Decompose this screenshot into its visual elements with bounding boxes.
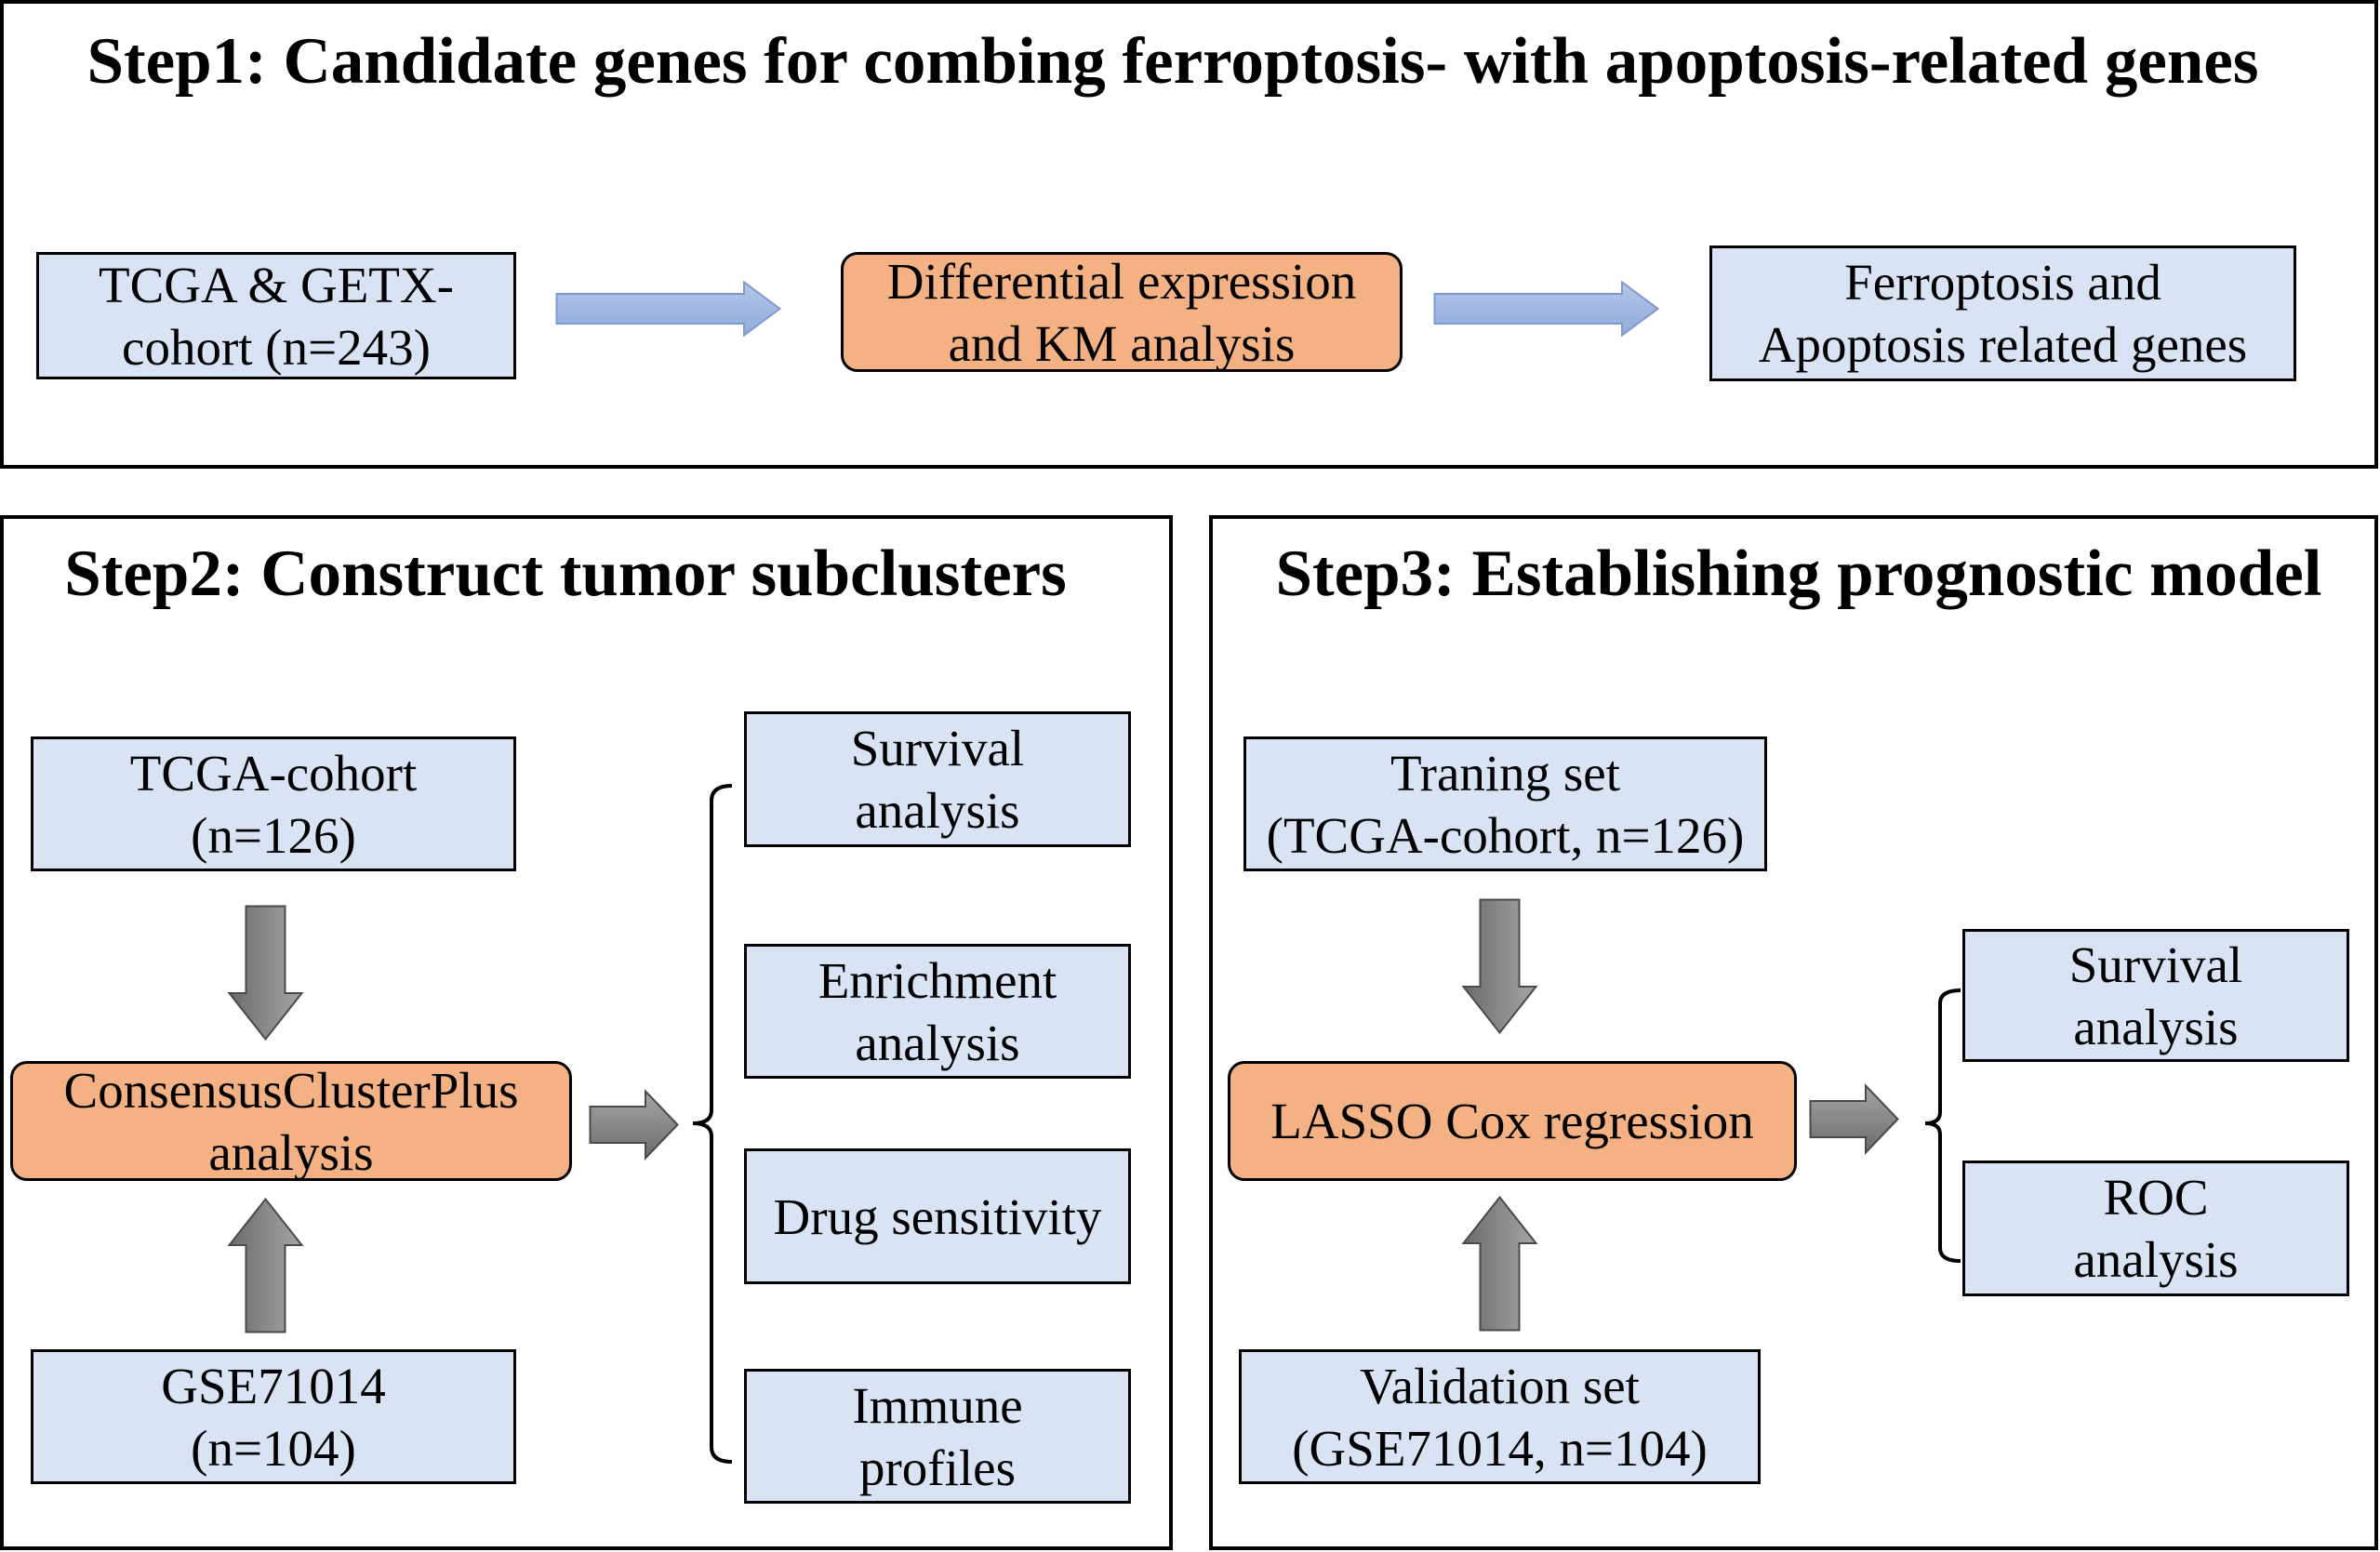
step3-output-roc-box: ROC analysis <box>1962 1161 2349 1296</box>
arrow-up-shape <box>1461 1195 1538 1332</box>
step3-title: Step3: Establishing prognostic model <box>1275 537 2322 610</box>
step3-output-roc-line-2: analysis <box>2073 1231 2239 1288</box>
step1-output-line-1: Ferroptosis and <box>1844 254 2161 311</box>
step2-output-immune-line-1: Immune <box>852 1376 1023 1434</box>
step1-input-box: TCGA & GETX- cohort (n=243) <box>36 252 516 379</box>
step2-gse-line-1: GSE71014 <box>161 1357 386 1414</box>
step3-output-survival-line-2: analysis <box>2073 998 2239 1055</box>
step2-output-survival-box: Survival analysis <box>744 711 1131 847</box>
step2-process-box: ConsensusClusterPlus analysis <box>10 1061 572 1181</box>
step2-process-line-2: analysis <box>208 1123 374 1181</box>
step3-process-box: LASSO Cox regression <box>1228 1061 1797 1181</box>
step3-panel: Step3: Establishing prognostic model Tra… <box>1209 515 2378 1550</box>
bracket-shape <box>692 784 733 1464</box>
step1-arrow-input-to-process <box>555 280 782 338</box>
step2-gse-box: GSE71014 (n=104) <box>31 1349 516 1484</box>
step1-input-line-1: TCGA & GETX- <box>99 256 454 313</box>
step2-output-survival-line-2: analysis <box>855 782 1020 839</box>
step2-tcga-line-1: TCGA-cohort <box>129 744 418 802</box>
step2-arrow-gse-up <box>227 1197 304 1333</box>
step2-output-drug-box: Drug sensitivity <box>744 1148 1131 1284</box>
step1-title: Step1: Candidate genes for combing ferro… <box>86 25 2259 98</box>
step2-panel: Step2: Construct tumor subclusters TCGA-… <box>0 515 1173 1550</box>
arrow-right-shape <box>589 1089 679 1161</box>
step1-output-box: Ferroptosis and Apoptosis related genes <box>1709 245 2296 381</box>
step2-output-enrichment-box: Enrichment analysis <box>744 944 1131 1079</box>
step1-arrow-process-to-output <box>1433 280 1660 338</box>
arrow-up-shape <box>227 1197 304 1333</box>
step1-process-box: Differential expression and KM analysis <box>841 252 1403 372</box>
step3-arrow-validation-up <box>1461 1195 1538 1332</box>
step1-input-line-2: cohort (n=243) <box>122 318 431 376</box>
step3-output-survival-box: Survival analysis <box>1962 929 2349 1062</box>
step3-output-roc-line-1: ROC <box>2103 1169 2209 1226</box>
step3-arrow-training-down <box>1461 898 1538 1035</box>
arrow-right-shape <box>555 280 782 338</box>
step2-output-bracket <box>692 784 733 1464</box>
step2-arrow-process-right <box>589 1089 679 1161</box>
step2-output-enrichment-line-2: analysis <box>855 1014 1020 1071</box>
step1-process-line-2: and KM analysis <box>948 314 1296 372</box>
step3-training-line-1: Traning set <box>1389 744 1621 802</box>
step3-arrow-process-right <box>1809 1083 1899 1155</box>
step3-output-bracket <box>1924 988 1961 1263</box>
step3-training-box: Traning set (TCGA-cohort, n=126) <box>1243 736 1767 871</box>
step2-gse-line-2: (n=104) <box>191 1419 356 1477</box>
arrow-down-shape <box>1461 898 1538 1035</box>
bracket-shape <box>1924 988 1961 1263</box>
step3-validation-line-1: Validation set <box>1360 1357 1640 1414</box>
step3-process-line-1: LASSO Cox regression <box>1270 1093 1754 1149</box>
step3-validation-line-2: (GSE71014, n=104) <box>1292 1419 1708 1477</box>
step2-tcga-box: TCGA-cohort (n=126) <box>31 736 516 871</box>
step2-tcga-line-2: (n=126) <box>191 806 356 864</box>
step2-output-drug-line-1: Drug sensitivity <box>773 1187 1102 1245</box>
step3-training-line-2: (TCGA-cohort, n=126) <box>1266 806 1745 864</box>
step2-arrow-tcga-down <box>227 905 304 1041</box>
step2-output-survival-line-1: Survival <box>850 720 1025 776</box>
step1-process-line-1: Differential expression <box>886 252 1357 310</box>
step2-output-immune-box: Immune profiles <box>744 1369 1131 1504</box>
step2-process-line-1: ConsensusClusterPlus <box>63 1061 519 1119</box>
step1-panel: Step1: Candidate genes for combing ferro… <box>0 0 2378 469</box>
step3-validation-box: Validation set (GSE71014, n=104) <box>1239 1349 1761 1484</box>
step2-title: Step2: Construct tumor subclusters <box>64 537 1067 610</box>
arrow-down-shape <box>227 905 304 1041</box>
step2-output-enrichment-line-1: Enrichment <box>818 951 1057 1009</box>
step3-output-survival-line-1: Survival <box>2068 935 2243 993</box>
step1-output-line-2: Apoptosis related genes <box>1758 316 2248 373</box>
arrow-right-shape <box>1809 1083 1899 1155</box>
arrow-right-shape <box>1433 280 1660 338</box>
step2-output-immune-line-2: profiles <box>858 1439 1016 1496</box>
